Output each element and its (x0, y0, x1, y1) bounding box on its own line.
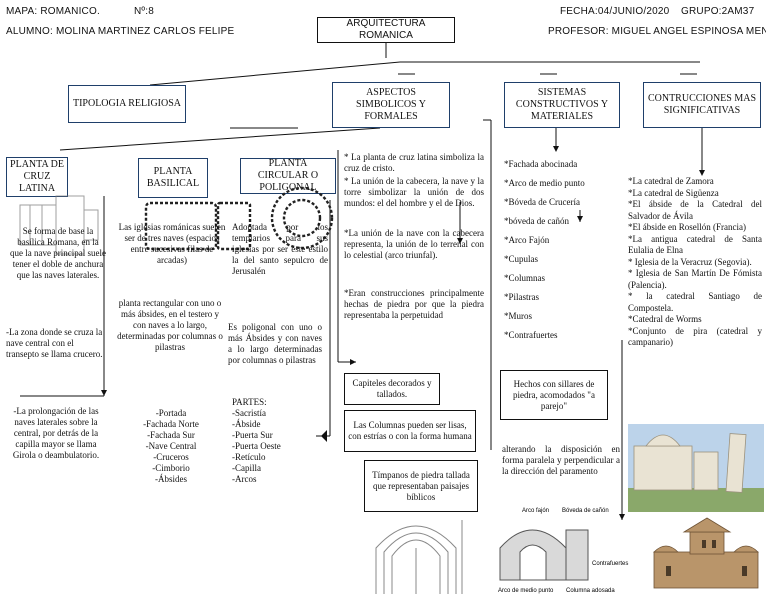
sistemas-item: *Arco Fajón (504, 235, 550, 245)
planta-cruz-latina-box: PLANTA DE CRUZ LATINA (6, 157, 68, 197)
branch-tipologia: TIPOLOGIA RELIGIOSA (68, 85, 186, 123)
partes-item: -Capilla (232, 463, 261, 473)
sistemas-item: *bóveda de cañón (504, 216, 569, 226)
circular-text-1: Adoptada por los templarios para sus igl… (232, 222, 328, 276)
basilical-part: -Portada (155, 408, 187, 418)
construccion-item: *La catedral de Sigüenza (628, 187, 719, 198)
vault-label: Arco de medio punto (498, 588, 554, 594)
vault-label: Arco fajón (522, 508, 549, 514)
cruz-latina-text-3: -La prolongación de las naves laterales … (12, 406, 100, 460)
sistemas-item: *Pilastras (504, 292, 539, 302)
date-label: FECHA:04/JUNIO/2020 (560, 6, 670, 17)
construccion-item: * la catedral Santiago de Compostela. (628, 291, 762, 313)
basilical-part: -Fachada Norte (143, 419, 199, 429)
columnas-box: Las Columnas pueden ser lisas, con estrí… (344, 410, 476, 452)
construccion-item: *El ábside de la Catedral del Salvador d… (628, 199, 762, 221)
vault-label: Contrafuertes (592, 561, 628, 567)
student-label: ALUMNO: MOLINA MARTÍNEZ CARLOS FELIPE (6, 26, 235, 34)
aspectos-text-2: * La unión de la cabecera, la nave y la … (344, 176, 484, 208)
circular-text-2: Es poligonal con uno o más Ábsides y con… (228, 322, 322, 365)
aspectos-text-1: * La planta de cruz latina simboliza la … (344, 152, 484, 173)
cruz-latina-text-1: Se forma de base la basílica Romana, en … (10, 226, 106, 280)
basilical-part: -Nave Central (145, 441, 197, 451)
branch-sistemas: SISTEMAS CONSTRUCTIVOS Y MATERIALES (504, 82, 620, 128)
partes-item: -Sacristía (232, 408, 266, 418)
sistemas-item: *Muros (504, 311, 533, 321)
sistemas-item: *Fachada abocinada (504, 159, 578, 169)
basilical-part: -Ábsides (155, 474, 187, 484)
map-title: ARQUITECTURA ROMANICA (317, 17, 455, 43)
partes-item: -Ábside (232, 419, 261, 429)
partes-item: -Arcos (232, 474, 257, 484)
construcciones-list: *La catedral de Zamora *La catedral de S… (628, 176, 762, 349)
construccion-item: *Catedral de Worms (628, 314, 702, 324)
branch-construcciones: CONTRUCCIONES MAS SIGNIFICATIVAS (643, 82, 761, 128)
basilical-part: -Cimborio (152, 463, 190, 473)
construccion-item: *Conjunto de pira (catedral y campanario… (628, 325, 762, 348)
sistemas-item: *Contrafuertes (504, 330, 558, 340)
aspectos-text-3: *La unión de la nave con la cabecera rep… (344, 228, 484, 260)
sistemas-list: *Fachada abocinada *Arco de medio punto … (504, 155, 604, 345)
map-number: Nº:8 (134, 6, 155, 17)
timpanos-box: Tímpanos de piedra tallada que represent… (364, 460, 478, 512)
partes-list: PARTES: -Sacristía -Ábside -Puerta Sur -… (232, 397, 312, 485)
sistemas-item: *Bóveda de Crucería (504, 197, 580, 207)
sistemas-item: *Cupulas (504, 254, 539, 264)
vault-label: Columna adosada (566, 588, 615, 594)
basilical-part: -Fachada Sur (147, 430, 195, 440)
construccion-item: *La antigua catedral de Santa Eulalia de… (628, 233, 762, 256)
partes-item: -Puerta Oeste (232, 441, 281, 451)
professor-label: PROFESOR: MIGUEL ANGEL ESPINOSA MENESES (548, 26, 766, 34)
map-label: MAPA: ROMANICO. (6, 6, 100, 17)
vault-label: Bóveda de cañón (562, 508, 609, 514)
aspectos-text-4: *Eran construcciones principalmente hech… (344, 288, 484, 320)
basilical-text-2: planta rectangular con uno o más ábsides… (117, 298, 223, 352)
construccion-item: * Iglesia de la Veracruz (Segovia). (628, 256, 752, 267)
construccion-item: *La catedral de Zamora (628, 176, 714, 186)
basilical-text-1: Las iglesias románicas suelen ser de tre… (118, 222, 226, 265)
construccion-item: *El ábside en Rosellón (Francia) (628, 222, 746, 232)
sistemas-item: *Columnas (504, 273, 546, 283)
partes-item: -Puerta Sur (232, 430, 273, 440)
capiteles-box: Capiteles decorados y tallados. (344, 373, 440, 405)
group-label: GRUPO:2AM37 (681, 6, 755, 17)
branch-aspectos: ASPECTOS SIMBOLICOS Y FORMALES (332, 82, 450, 128)
basilical-part: -Cruceros (153, 452, 189, 462)
sistemas-item: *Arco de medio punto (504, 178, 585, 188)
sillares-box: Hechos con sillares de piedra, acomodado… (500, 370, 608, 420)
planta-basilical-box: PLANTA BASILICAL (138, 158, 208, 198)
construccion-item: * Iglesia de San Martín De Fómista (Pale… (628, 268, 762, 290)
sistemas-paramento-text: alterando la disposición en forma parale… (502, 444, 620, 476)
partes-item: -Retículo (232, 452, 266, 462)
partes-title: PARTES: (232, 397, 267, 407)
planta-circular-box: PLANTA CIRCULAR O POLIGONAL (240, 158, 336, 194)
basilical-parts-list: -Portada -Fachada Norte -Fachada Sur -Na… (126, 408, 216, 485)
cruz-latina-text-2: -La zona donde se cruza la nave central … (6, 327, 103, 359)
